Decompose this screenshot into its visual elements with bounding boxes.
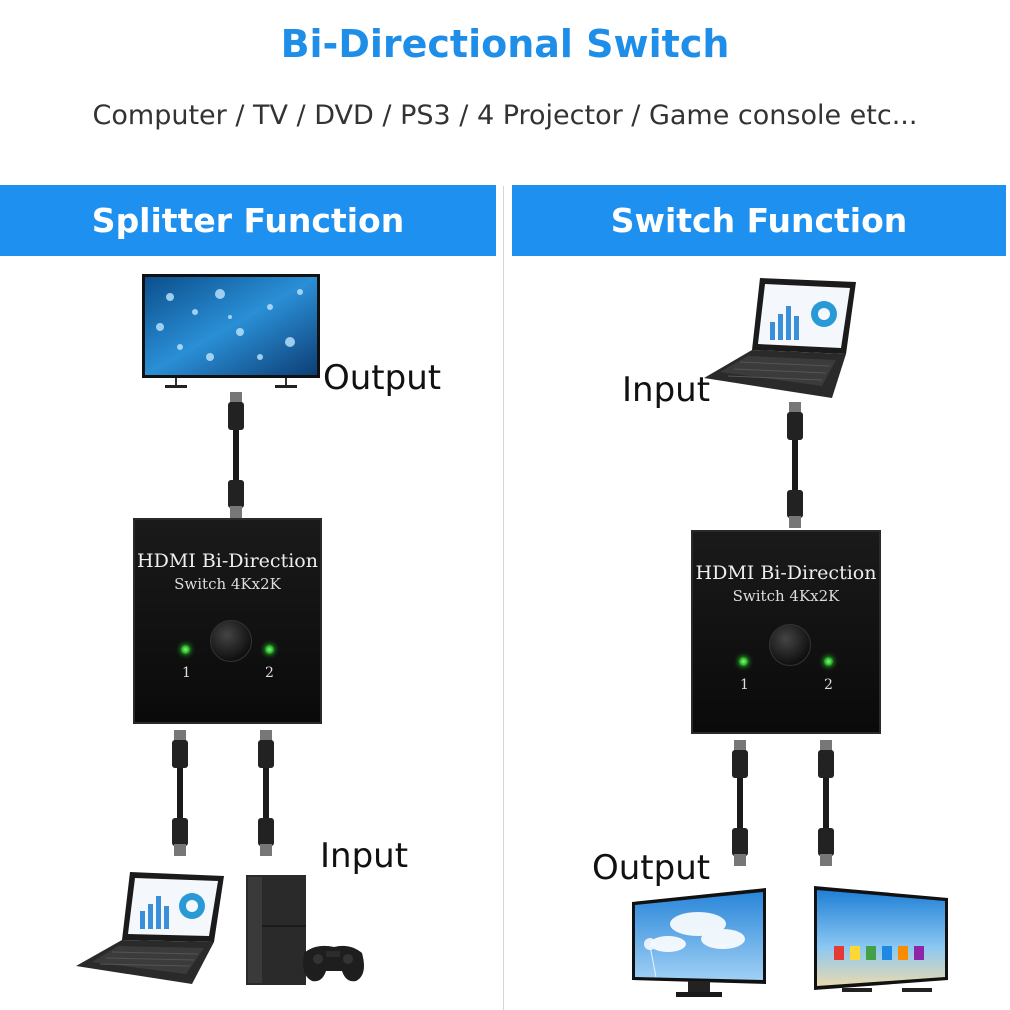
- port-1-label: 1: [740, 677, 749, 693]
- tv-icon: [814, 886, 948, 992]
- hdmi-cable-icon: [732, 740, 748, 866]
- switch-output-label: Output: [592, 848, 711, 888]
- port-1-label: 1: [182, 665, 191, 681]
- game-console-icon: [246, 875, 364, 985]
- hdmi-cable-icon: [787, 402, 803, 528]
- laptop-icon: [704, 278, 856, 398]
- switch-button: [210, 620, 252, 662]
- tv-icon: [142, 274, 320, 388]
- switch-box-title: HDMI Bi-Direction: [695, 562, 877, 584]
- port-2-label: 2: [265, 665, 274, 681]
- splitter-input-label: Input: [320, 836, 409, 876]
- tv-icon: [632, 888, 766, 997]
- hdmi-switch-box-splitter: HDMI Bi-Direction Switch 4Kx2K 1 2: [133, 518, 322, 724]
- hdmi-switch-box-switch: HDMI Bi-Direction Switch 4Kx2K 1 2: [691, 530, 881, 734]
- switch-box-subtitle: Switch 4Kx2K: [732, 587, 840, 605]
- led-1: [181, 645, 190, 654]
- hdmi-cable-icon: [258, 730, 274, 856]
- laptop-icon: [76, 872, 224, 984]
- switch-box-title: HDMI Bi-Direction: [137, 550, 318, 572]
- splitter-output-label: Output: [323, 358, 442, 398]
- led-1: [739, 657, 748, 666]
- led-2: [824, 657, 833, 666]
- hdmi-cable-icon: [818, 740, 834, 866]
- switch-input-label: Input: [622, 370, 711, 410]
- splitter-heading: Splitter Function: [0, 185, 496, 256]
- port-2-label: 2: [824, 677, 833, 693]
- page-subtitle: Computer / TV / DVD / PS3 / 4 Projector …: [92, 100, 918, 131]
- page-title: Bi-Directional Switch: [280, 22, 730, 66]
- hdmi-cable-icon: [228, 392, 244, 518]
- switch-box-subtitle: Switch 4Kx2K: [174, 575, 281, 593]
- column-divider: [503, 186, 504, 1010]
- switch-button: [769, 624, 811, 666]
- gamepad-icon: [303, 945, 364, 982]
- led-2: [265, 645, 274, 654]
- hdmi-cable-icon: [172, 730, 188, 856]
- switch-heading: Switch Function: [512, 185, 1006, 256]
